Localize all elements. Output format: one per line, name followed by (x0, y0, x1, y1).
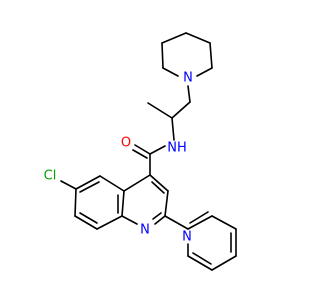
bond (192, 252, 212, 265)
bond (151, 181, 165, 194)
bond (79, 212, 98, 224)
amide-oxygen-label: O (121, 136, 131, 151)
molecule-structure-diagram: N O NH Cl N N (0, 0, 300, 300)
bond (161, 32, 187, 44)
bond (121, 190, 125, 217)
bond (187, 215, 213, 230)
bond-group (60, 32, 237, 271)
bond (134, 144, 151, 155)
bond (209, 42, 213, 69)
bond (164, 215, 189, 230)
bond (211, 255, 237, 271)
bond (147, 102, 173, 119)
amide-nitrogen-label: NH (167, 141, 187, 156)
bond (149, 145, 166, 155)
bond (132, 149, 148, 159)
bond (187, 255, 213, 271)
bond (152, 212, 162, 220)
bond (162, 67, 179, 77)
pyridine-nitrogen-label: N (182, 230, 192, 245)
bond (121, 215, 138, 225)
bond (164, 190, 169, 217)
bond (171, 101, 191, 119)
chlorine-label: Cl (44, 169, 57, 184)
bond (74, 215, 98, 230)
bond (123, 174, 151, 192)
bond (161, 42, 164, 69)
bond (60, 180, 77, 190)
bond (149, 174, 169, 192)
bond (99, 175, 125, 192)
quinoline-nitrogen-label: N (140, 223, 150, 238)
bond (196, 67, 213, 77)
bond (154, 215, 166, 225)
bond (75, 175, 101, 190)
bond (96, 215, 123, 230)
bond (187, 85, 191, 103)
atom-label-group: N O NH Cl N N (44, 71, 193, 245)
bond (171, 117, 175, 141)
piperidine-nitrogen-label: N (183, 71, 193, 86)
bond (189, 211, 209, 224)
bond (211, 215, 237, 230)
bond (74, 188, 77, 217)
bond (79, 181, 100, 193)
bond (185, 32, 211, 44)
canvas-background (0, 0, 300, 300)
